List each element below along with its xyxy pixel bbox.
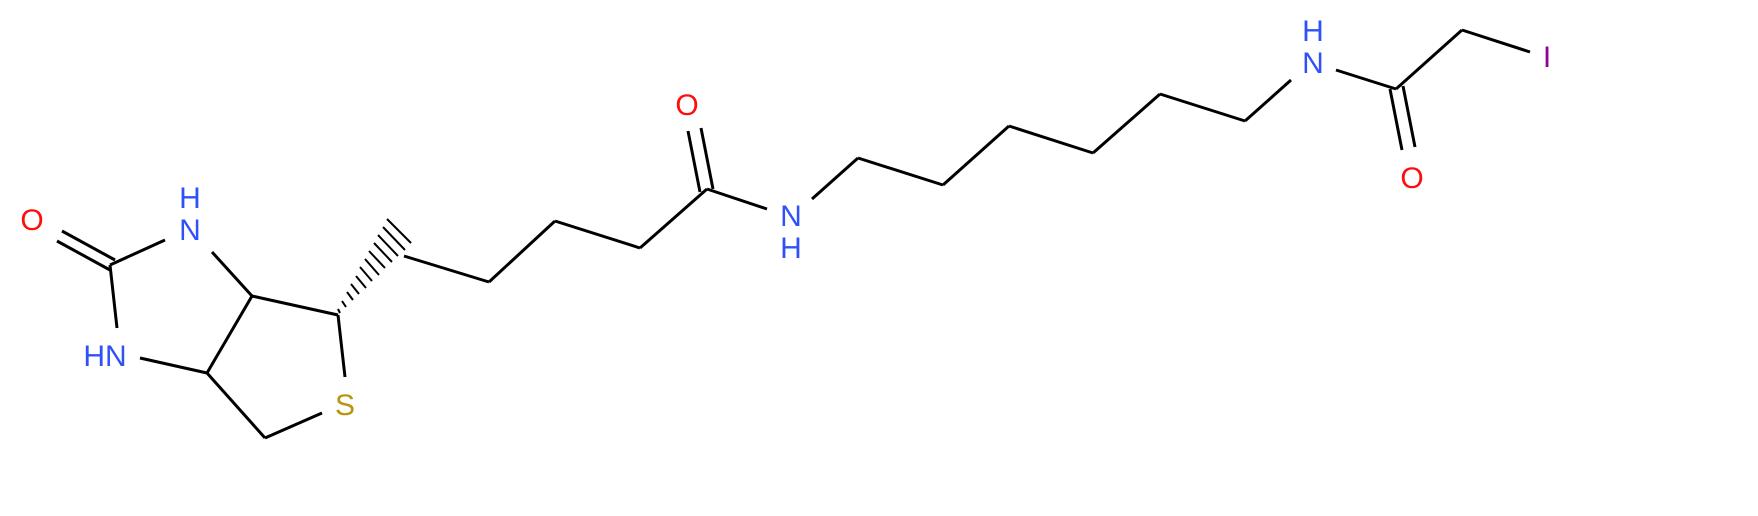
bond-hexyl-5 xyxy=(1159,92,1246,123)
hydrogen-amide1-label: H xyxy=(780,232,802,265)
bond-c3a-c4 xyxy=(251,294,339,317)
bond-urea-carbonyl-1 xyxy=(61,229,116,262)
bonds xyxy=(56,28,1531,440)
hydrogen-urea-top-label: H xyxy=(179,182,201,215)
bond-ch2-i xyxy=(1461,28,1531,54)
bond-amide1-carbonyl-2 xyxy=(686,130,702,193)
atom-labels: O N H HN S O N H H N O I xyxy=(20,15,1551,422)
bond-amide1-carbonyl-1 xyxy=(699,127,715,190)
bond-c2-n1 xyxy=(109,238,166,267)
oxygen-urea-label: O xyxy=(20,204,43,237)
bond-c4-s xyxy=(336,314,347,378)
bond-chain-3 xyxy=(554,219,641,250)
bond-hexyl-0 xyxy=(811,156,859,201)
bond-hexyl-3 xyxy=(1008,124,1094,155)
nh-urea-bottom-label: HN xyxy=(83,340,126,373)
bond-s-c6 xyxy=(264,411,323,440)
oxygen-amide2-label: O xyxy=(1400,162,1423,195)
sulfur-label: S xyxy=(335,389,355,422)
nitrogen-urea-top-label: N xyxy=(179,214,201,247)
bond-c6-c6a xyxy=(205,372,267,439)
bond-n3-c6a xyxy=(139,356,208,375)
bond-n1-c3a xyxy=(210,250,254,298)
nitrogen-amide2-label: N xyxy=(1302,47,1324,80)
bond-c3a-c6a xyxy=(205,295,254,374)
hashed-wedge-bond xyxy=(337,218,412,314)
bond-chain-2 xyxy=(487,219,557,284)
bond-c2-n3 xyxy=(108,264,119,329)
oxygen-amide1-label: O xyxy=(675,89,698,122)
nitrogen-amide1-label: N xyxy=(780,200,802,233)
bond-hexyl-6 xyxy=(1244,78,1292,123)
hydrogen-amide2-label: H xyxy=(1302,15,1324,48)
iodine-label: I xyxy=(1543,41,1551,74)
bond-amide2-carbonyl-2 xyxy=(1401,85,1417,148)
bond-urea-carbonyl-2 xyxy=(56,239,111,272)
bond-c-ch2 xyxy=(1395,28,1463,91)
bond-amide2-nc xyxy=(1335,68,1397,91)
bond-chain-1 xyxy=(403,254,490,284)
bond-amide1-cn xyxy=(706,187,768,211)
bond-hexyl-2 xyxy=(942,124,1010,187)
bond-hexyl-4 xyxy=(1092,92,1161,155)
bond-hexyl-1 xyxy=(857,156,944,187)
bond-amide2-carbonyl-1 xyxy=(1388,88,1404,151)
bond-chain-4 xyxy=(639,187,708,250)
